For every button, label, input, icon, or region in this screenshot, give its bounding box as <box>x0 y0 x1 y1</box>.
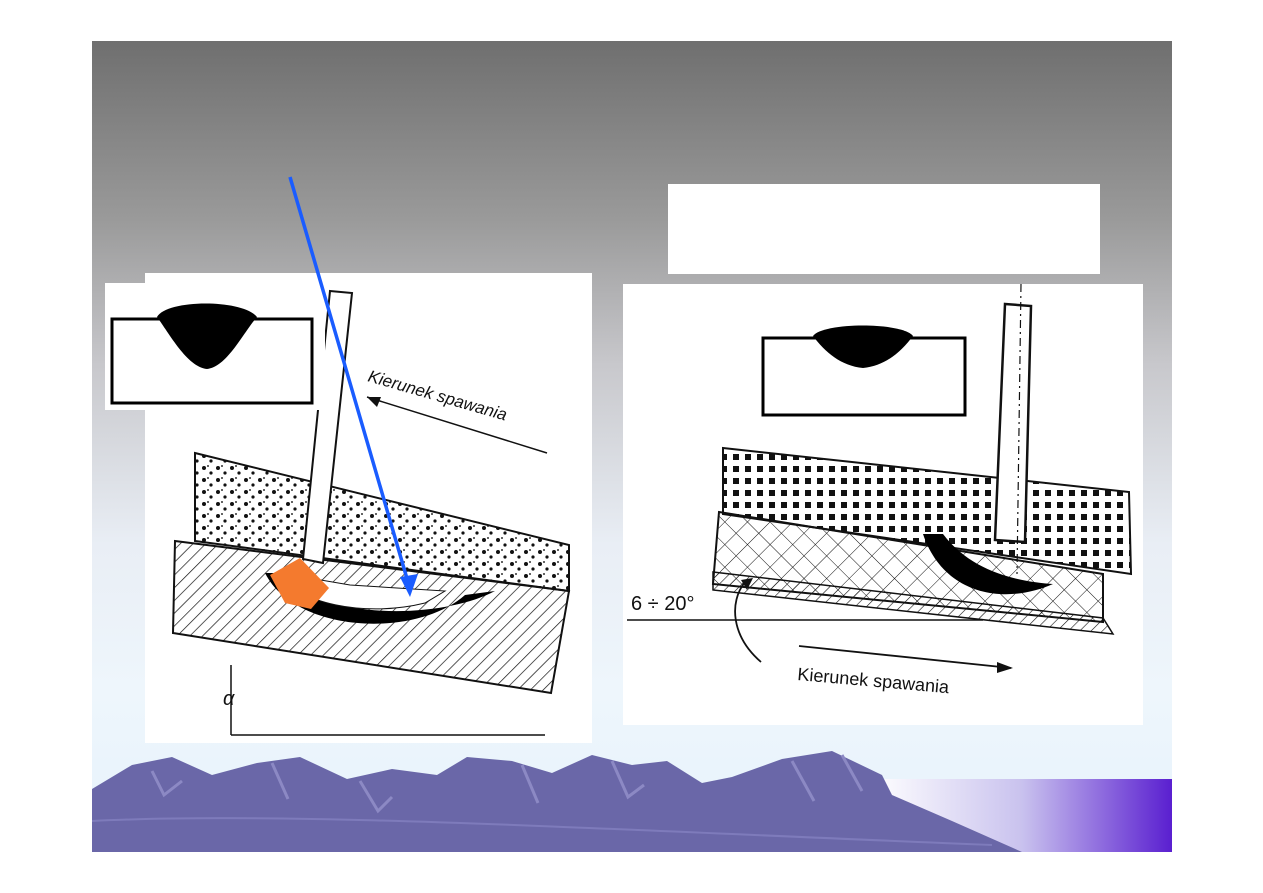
right-figure-panel: 6 ÷ 20° Kierunek spawania <box>623 283 1143 725</box>
pointer-arrow <box>288 176 412 590</box>
weld-metal-right <box>712 571 1115 635</box>
angle-label-right: 6 ÷ 20° <box>631 593 694 615</box>
angle-symbol: α <box>223 688 235 710</box>
slide-background: Kierunek spawania α <box>92 41 1172 852</box>
flux-layer-right <box>722 446 1133 576</box>
pointer-arrow-overlay <box>288 176 418 597</box>
electrode-right <box>993 302 1033 544</box>
electrode <box>301 289 354 565</box>
bead-cross-section-right <box>813 325 913 368</box>
mountain-footer <box>92 751 1172 852</box>
direction-arrow-right <box>798 645 1012 669</box>
caption-box <box>668 184 1100 274</box>
direction-arrow-left <box>366 396 548 454</box>
weld-bead <box>265 573 495 624</box>
right-welding-diagram: 6 ÷ 20° Kierunek spawania <box>627 283 1133 697</box>
weld-bead-right <box>923 534 1053 595</box>
mountain-range <box>92 751 1022 852</box>
angle-arc <box>734 581 762 663</box>
arc-highlight <box>270 558 329 609</box>
bead-cross-section-left <box>157 303 257 369</box>
left-cross-section-inset <box>105 283 325 410</box>
left-welding-diagram: Kierunek spawania α <box>171 289 571 736</box>
